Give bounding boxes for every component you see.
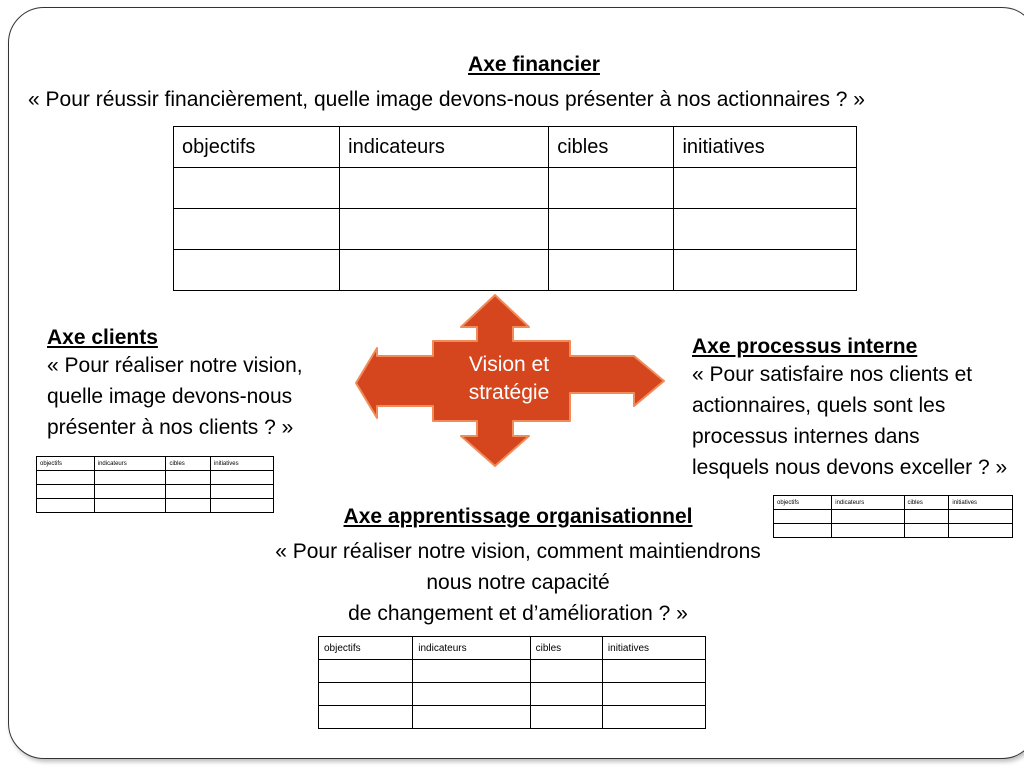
learning-axis-title: Axe apprentissage organisationnel <box>343 505 693 528</box>
header-indicateurs: indicateurs <box>339 126 550 168</box>
slide-frame <box>8 7 1024 759</box>
table-cell <box>412 705 531 729</box>
process-axis-title: Axe processus interne <box>692 335 918 358</box>
table-header-row: objectifs indicateurs cibles initiatives <box>317 636 707 660</box>
quote-line: « Pour réaliser notre vision, <box>47 354 303 377</box>
learning-axis-table: objectifs indicateurs cibles initiatives <box>317 636 707 729</box>
table-row <box>36 498 275 513</box>
header-objectifs: objectifs <box>36 456 95 471</box>
table-cell <box>673 167 857 209</box>
table-cell <box>529 659 603 683</box>
quote-line: « Pour réaliser notre vision, comment ma… <box>275 540 761 563</box>
table-cell <box>529 682 603 706</box>
table-cell <box>36 470 95 485</box>
header-objectifs: objectifs <box>172 126 341 168</box>
table-cell <box>831 523 905 538</box>
table-cell <box>948 523 1013 538</box>
header-indicateurs: indicateurs <box>93 456 167 471</box>
arrow-shape <box>355 294 665 467</box>
four-way-arrow-icon <box>355 294 665 467</box>
table-row <box>772 509 1013 524</box>
header-objectifs: objectifs <box>317 636 414 660</box>
table-cell <box>317 682 414 706</box>
header-cibles: cibles <box>529 636 603 660</box>
table-row <box>772 523 1013 538</box>
quote-line: processus internes dans <box>692 425 920 448</box>
table-cell <box>165 498 211 513</box>
table-cell <box>209 498 275 513</box>
table-cell <box>93 484 167 499</box>
table-cell <box>36 484 95 499</box>
financial-axis-table: objectifs indicateurs cibles initiatives <box>172 126 857 291</box>
table-cell <box>165 484 211 499</box>
financial-axis-quote: « Pour réussir financièrement, quelle im… <box>28 88 865 111</box>
table-row <box>317 659 707 683</box>
table-cell <box>209 470 275 485</box>
table-cell <box>601 705 707 729</box>
header-initiatives: initiatives <box>601 636 707 660</box>
table-cell <box>412 682 531 706</box>
table-header-row: objectifs indicateurs cibles initiatives <box>36 456 275 471</box>
table-cell <box>172 249 341 291</box>
table-cell <box>317 659 414 683</box>
table-cell <box>339 249 550 291</box>
header-initiatives: initiatives <box>209 456 275 471</box>
quote-line: nous notre capacité <box>426 571 610 594</box>
quote-line: « Pour satisfaire nos clients et <box>692 363 973 386</box>
table-cell <box>339 167 550 209</box>
table-row <box>317 682 707 706</box>
quote-line: présenter à nos clients ? » <box>47 416 294 439</box>
header-initiatives: initiatives <box>673 126 857 168</box>
table-cell <box>36 498 95 513</box>
table-cell <box>165 470 211 485</box>
clients-axis-title: Axe clients <box>47 326 158 349</box>
table-cell <box>172 167 341 209</box>
header-cibles: cibles <box>548 126 675 168</box>
financial-axis-title: Axe financier <box>468 53 600 76</box>
table-row <box>36 484 275 499</box>
table-cell <box>529 705 603 729</box>
quote-line: quelle image devons-nous <box>47 385 293 408</box>
strategy-label-line: stratégie <box>468 381 550 404</box>
clients-axis-block: Axe clients « Pour réaliser notre vision… <box>47 326 377 443</box>
table-row <box>172 167 857 209</box>
table-cell <box>317 705 414 729</box>
process-axis-block: Axe processus interne « Pour satisfaire … <box>692 335 1024 483</box>
table-cell <box>601 682 707 706</box>
table-cell <box>673 249 857 291</box>
table-row <box>317 705 707 729</box>
table-cell <box>772 523 833 538</box>
clients-axis-table: objectifs indicateurs cibles initiatives <box>36 456 275 513</box>
vision-label-line: Vision et <box>468 353 550 376</box>
table-cell <box>903 523 950 538</box>
table-cell <box>339 208 550 250</box>
table-cell <box>548 249 675 291</box>
table-row <box>172 208 857 250</box>
table-header-row: objectifs indicateurs cibles initiatives <box>772 495 1013 510</box>
vision-strategy-label: Vision et stratégie <box>427 351 591 407</box>
table-cell <box>172 208 341 250</box>
table-row <box>172 249 857 291</box>
process-axis-quote: « Pour satisfaire nos clients et actionn… <box>692 359 1024 483</box>
learning-axis-quote: « Pour réaliser notre vision, comment ma… <box>0 536 1024 629</box>
table-cell <box>209 484 275 499</box>
table-cell <box>548 167 675 209</box>
quote-line: actionnaires, quels sont les <box>692 394 946 417</box>
header-cibles: cibles <box>165 456 211 471</box>
quote-line: de changement et d’amélioration ? » <box>348 602 688 625</box>
table-cell <box>412 659 531 683</box>
table-cell <box>93 470 167 485</box>
quote-line: lesquels nous devons exceller ? » <box>692 456 1008 479</box>
table-row <box>36 470 275 485</box>
process-axis-table: objectifs indicateurs cibles initiatives <box>772 495 1013 538</box>
table-cell <box>601 659 707 683</box>
table-cell <box>548 208 675 250</box>
table-cell <box>673 208 857 250</box>
clients-axis-quote: « Pour réaliser notre vision, quelle ima… <box>47 350 377 443</box>
table-header-row: objectifs indicateurs cibles initiatives <box>172 126 857 168</box>
header-indicateurs: indicateurs <box>412 636 531 660</box>
